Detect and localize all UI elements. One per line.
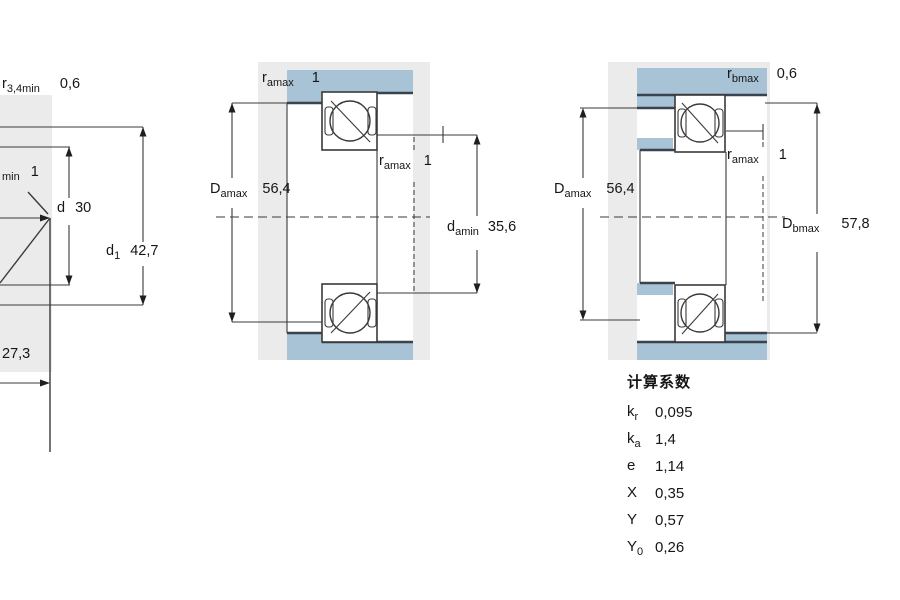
contact-angle-line xyxy=(0,217,51,284)
factor-value: 0,35 xyxy=(655,485,685,502)
contact-line-top xyxy=(681,102,719,144)
middle-diagram xyxy=(216,62,481,360)
shaft-seat-bottom xyxy=(322,342,413,360)
factor-value: 1,14 xyxy=(655,458,685,475)
a-dimension-line xyxy=(0,217,42,384)
race-shoulder xyxy=(324,298,334,328)
extension-lines xyxy=(0,126,143,306)
housing-shoulder-bottom xyxy=(637,342,767,360)
factor-value: 1,4 xyxy=(655,431,676,448)
shaft-abutment-ring-top xyxy=(637,138,673,150)
factor-value: 0,26 xyxy=(655,539,685,556)
race-shoulder xyxy=(324,106,334,136)
race-shoulder xyxy=(677,298,687,328)
race-shoulder xyxy=(367,106,377,136)
race-shoulder xyxy=(714,298,724,328)
left-diagram xyxy=(0,95,147,452)
housing-shoulder-top xyxy=(287,70,413,103)
extension-lines xyxy=(580,102,817,334)
contact-line-bottom xyxy=(330,291,371,334)
contact-line-top xyxy=(330,100,371,143)
r-min-leader-line xyxy=(27,191,49,215)
factor-value: 0,095 xyxy=(655,404,693,421)
calculation-factors-heading: 计算系数 xyxy=(627,374,692,391)
housing-shoulder-top xyxy=(637,68,767,108)
race-shoulder xyxy=(714,108,724,138)
factor-value: 0,57 xyxy=(655,512,685,529)
shaft-shading xyxy=(0,95,52,372)
contact-line-bottom xyxy=(681,293,719,335)
extension-lines xyxy=(232,102,477,323)
right-diagram xyxy=(579,62,821,360)
shaft-abutment-ring-bottom xyxy=(637,283,673,295)
dim-label-a: 27,3 xyxy=(2,346,31,362)
shaft-shoulder-bottom xyxy=(287,333,322,360)
housing-step-bottom xyxy=(725,333,767,342)
race-shoulder xyxy=(677,108,687,138)
race-shoulder xyxy=(367,298,377,328)
